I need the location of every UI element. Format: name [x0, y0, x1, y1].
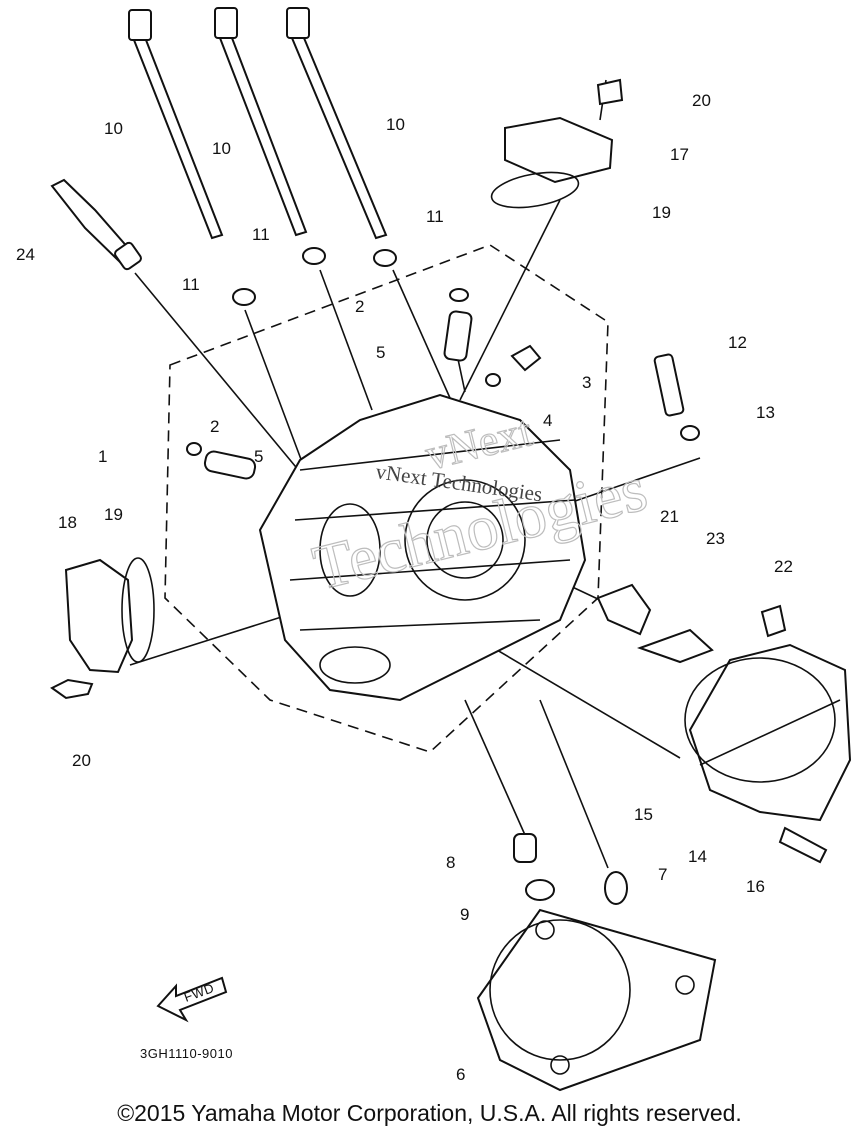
callout-c11b: 11 — [252, 225, 270, 244]
cylinder-gasket — [476, 908, 717, 1092]
callout-c22: 22 — [774, 557, 793, 576]
callout-c14: 14 — [688, 847, 707, 866]
callout-c2b: 2 — [210, 417, 219, 436]
callout-c17: 17 — [670, 145, 689, 164]
callout-c16: 16 — [746, 877, 765, 896]
callout-c13: 13 — [756, 403, 775, 422]
callout-c12: 12 — [728, 333, 747, 352]
callout-c11a: 11 — [182, 275, 200, 294]
callout-c9: 9 — [460, 905, 469, 924]
callout-c10a: 10 — [104, 119, 123, 138]
callout-c15: 15 — [634, 805, 653, 824]
callout-c10c: 10 — [386, 115, 405, 134]
washers — [186, 247, 700, 456]
cylinder-head — [258, 393, 587, 702]
assembly-boundary — [164, 244, 609, 753]
dowel-pins — [203, 310, 473, 480]
callout-c11c: 11 — [426, 207, 444, 226]
callout-c20b: 20 — [72, 751, 91, 770]
bolts — [50, 78, 828, 864]
callout-c23: 23 — [706, 529, 725, 548]
callout-c2a: 2 — [355, 297, 364, 316]
callout-c19b: 19 — [104, 505, 123, 524]
callout-c5a: 5 — [376, 343, 385, 362]
side-cover — [64, 557, 155, 674]
callout-c1: 1 — [98, 447, 107, 466]
callout-c3: 3 — [582, 373, 591, 392]
callout-c24: 24 — [16, 245, 35, 264]
copyright-notice: ©2015 Yamaha Motor Corporation, U.S.A. A… — [117, 1100, 742, 1126]
valve-shims — [513, 833, 628, 905]
callout-c5b: 5 — [254, 447, 263, 466]
spark-plug — [50, 178, 142, 271]
callout-c6: 6 — [456, 1065, 465, 1084]
tappet-cover-top — [490, 116, 614, 209]
drawing-code: 3GH1110-9010 — [140, 1046, 233, 1061]
callout-c18: 18 — [58, 513, 77, 532]
callout-c19a: 19 — [652, 203, 671, 222]
callout-c8: 8 — [446, 853, 455, 872]
head-cover — [684, 643, 852, 822]
fwd-arrow: FWD — [156, 976, 228, 1023]
callout-c20a: 20 — [692, 91, 711, 110]
leader-lines — [129, 79, 701, 869]
bracket — [596, 583, 714, 664]
callout-c10b: 10 — [212, 139, 231, 158]
callout-c7: 7 — [658, 865, 667, 884]
callout-c4: 4 — [543, 411, 552, 430]
callout-c21: 21 — [660, 507, 679, 526]
stud-bolts — [128, 7, 388, 240]
